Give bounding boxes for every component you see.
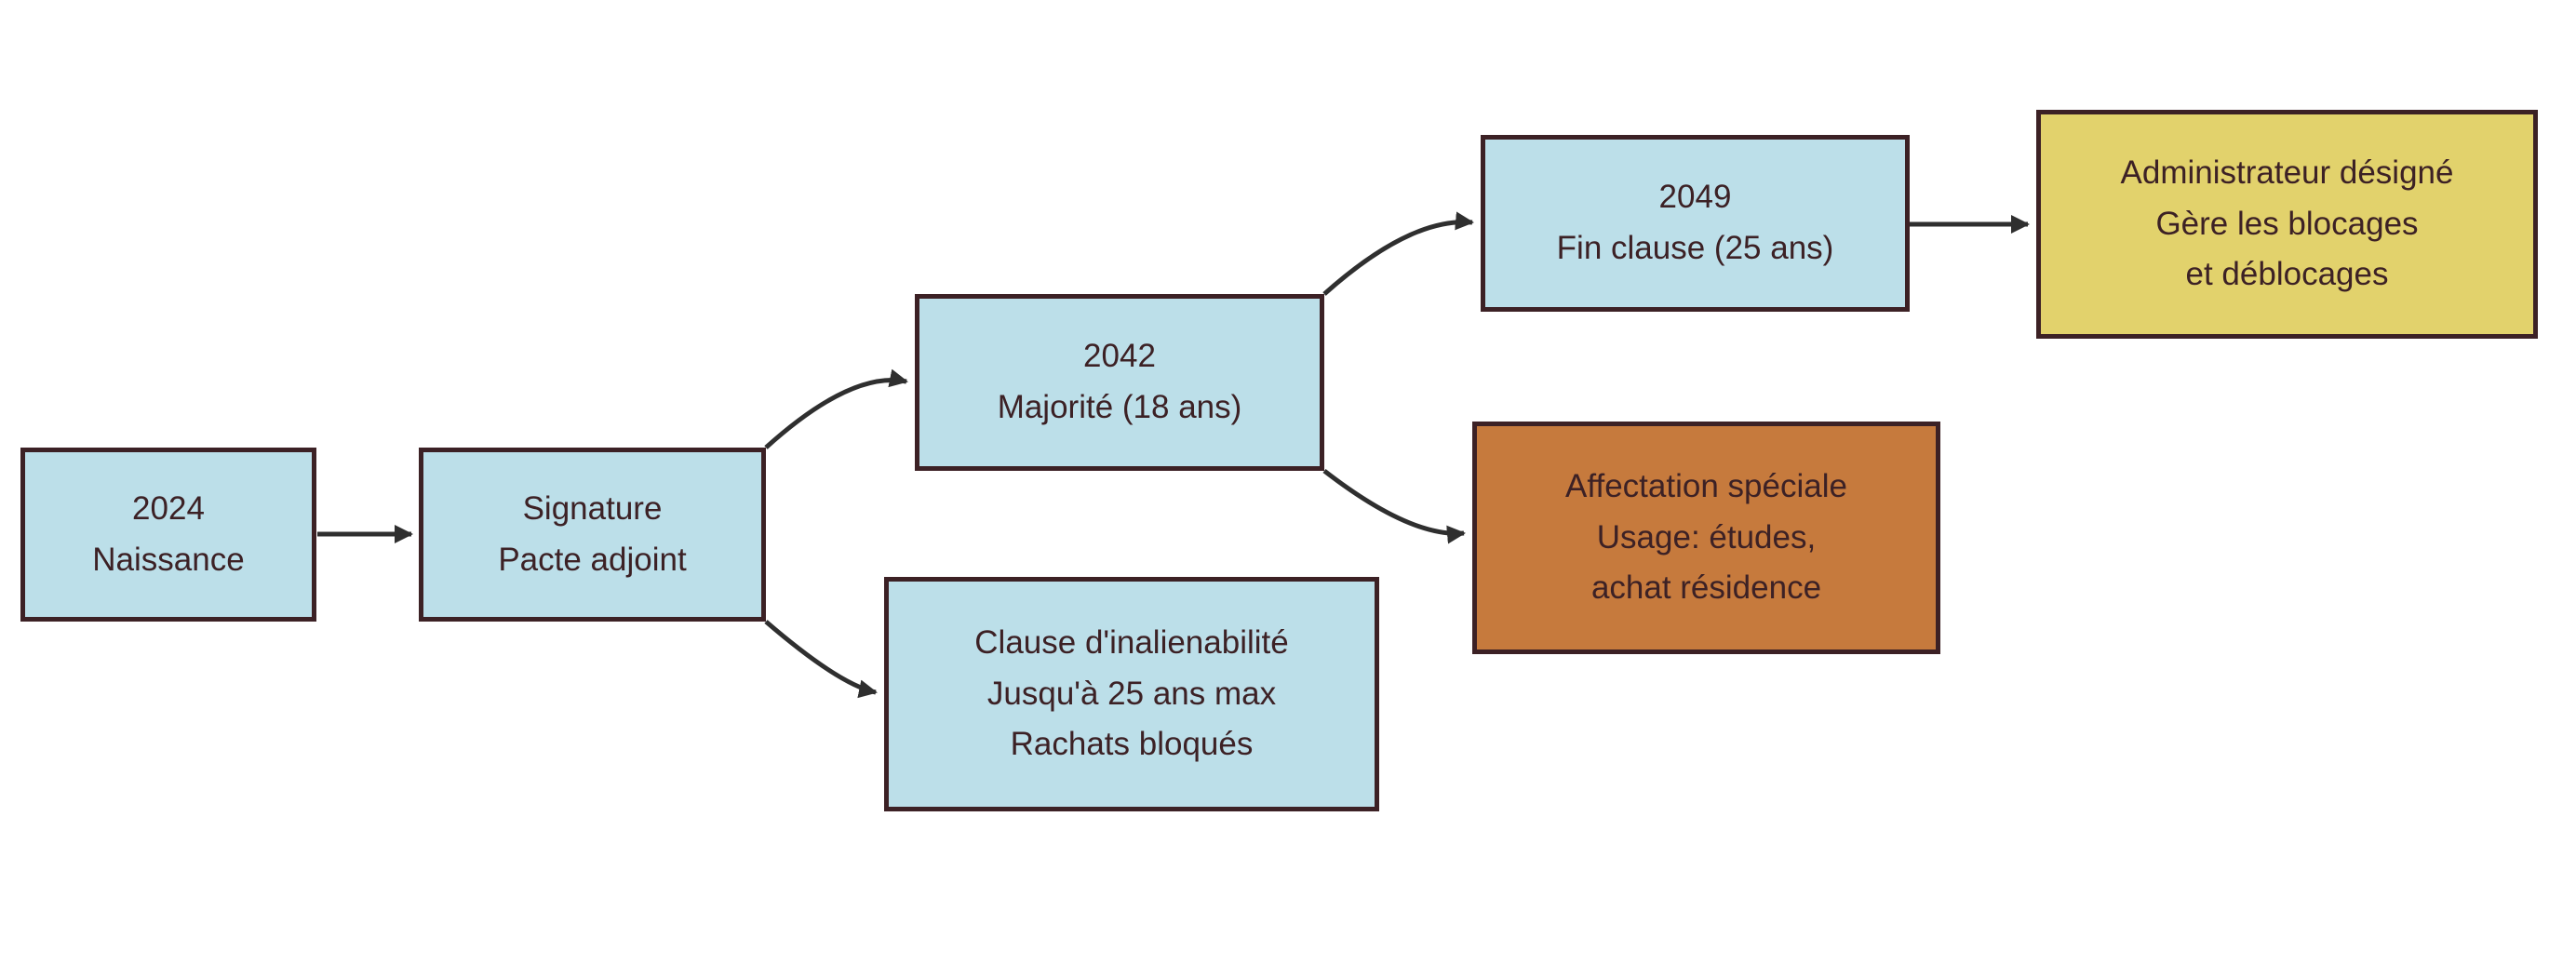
node-fin-clause: 2049 Fin clause (25 ans) — [1481, 135, 1910, 312]
edge-signature-clause — [764, 620, 878, 699]
node-clause-label: Clause d'inalienabilité Jusqu'à 25 ans m… — [974, 623, 1289, 763]
edge-majorite-affectation — [1322, 469, 1466, 544]
node-clause-inalienabilite: Clause d'inalienabilité Jusqu'à 25 ans m… — [884, 577, 1379, 811]
node-affectation-label: Affectation spéciale Usage: études, acha… — [1565, 467, 1847, 607]
edge-signature-majorite — [764, 368, 908, 449]
node-signature-label: Signature Pacte adjoint — [498, 489, 687, 578]
node-affectation-speciale: Affectation spéciale Usage: études, acha… — [1472, 422, 1940, 654]
node-signature-pacte-adjoint: Signature Pacte adjoint — [419, 448, 766, 622]
edge-majorite-fin-clause — [1322, 211, 1474, 296]
node-administrateur-label: Administrateur désigné Gère les blocages… — [2120, 154, 2454, 293]
node-majorite: 2042 Majorité (18 ans) — [915, 294, 1324, 471]
node-majorite-label: 2042 Majorité (18 ans) — [997, 338, 1242, 425]
node-naissance: 2024 Naissance — [20, 448, 316, 622]
node-fin-clause-label: 2049 Fin clause (25 ans) — [1556, 179, 1834, 266]
node-administrateur-designe: Administrateur désigné Gère les blocages… — [2036, 110, 2538, 339]
node-naissance-label: 2024 Naissance — [92, 489, 245, 578]
